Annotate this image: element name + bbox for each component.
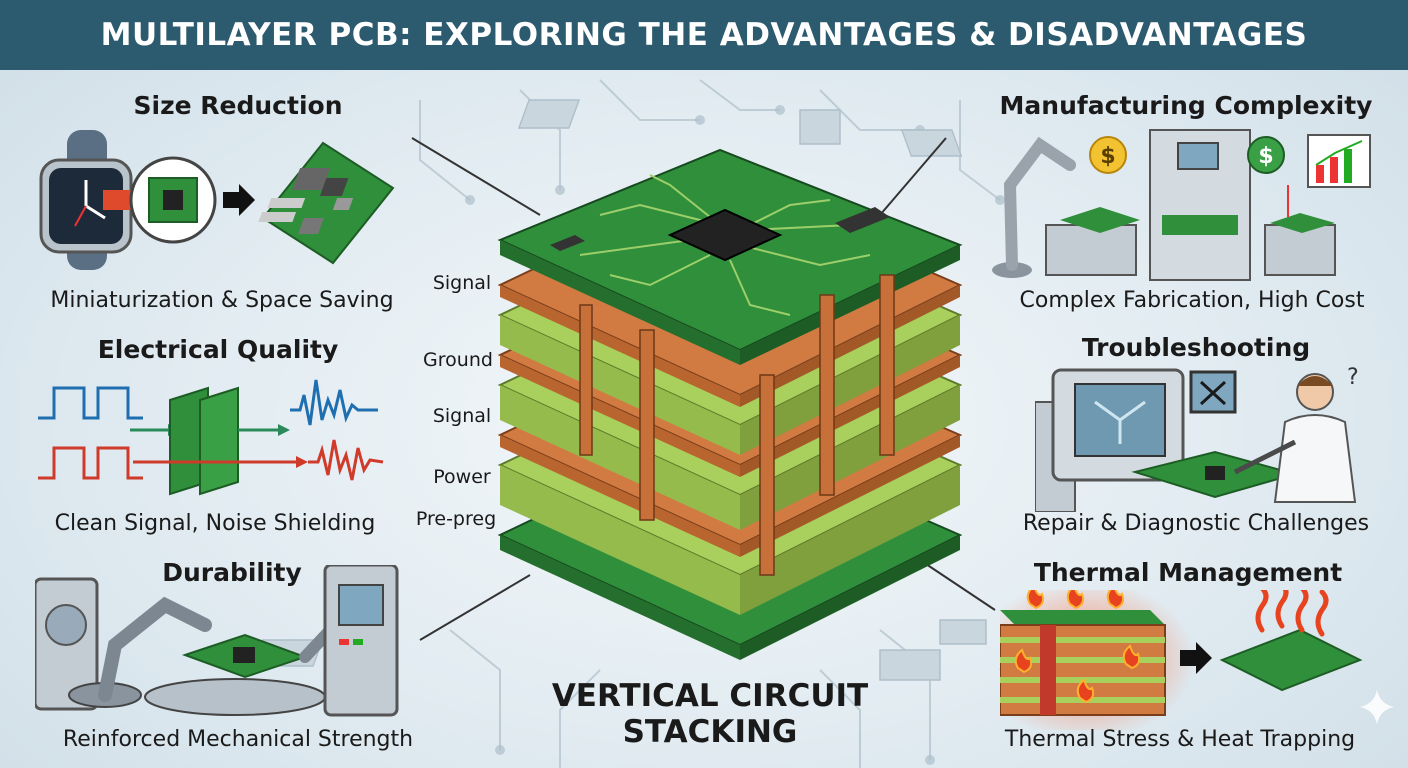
manufacturing-complexity-illustration: $ $ — [992, 129, 1371, 281]
svg-text:?: ? — [1347, 365, 1359, 390]
svg-text:$: $ — [1258, 144, 1273, 169]
electrical-quality-caption: Clean Signal, Noise Shielding — [54, 511, 376, 536]
layer-label-ground: Ground — [423, 349, 493, 371]
electrical-quality-illustration — [38, 379, 384, 496]
electrical-quality-heading: Electrical Quality — [97, 335, 339, 364]
durability-illustration — [35, 565, 399, 717]
layer-label-signal-inner: Signal — [432, 405, 492, 427]
thermal-management-caption: Thermal Stress & Heat Trapping — [1004, 727, 1356, 752]
durability-caption: Reinforced Mechanical Strength — [62, 727, 414, 752]
stack-title-line1: VERTICAL CIRCUIT — [551, 678, 869, 714]
troubleshooting-caption: Repair & Diagnostic Challenges — [1022, 511, 1370, 536]
sparkle-icon — [1360, 690, 1394, 724]
troubleshooting-illustration: ? — [1035, 365, 1359, 512]
layer-label-power: Power — [433, 466, 491, 488]
manufacturing-complexity-caption: Complex Fabrication, High Cost — [1019, 288, 1365, 313]
thermal-management-illustration — [1000, 590, 1363, 730]
size-reduction-heading: Size Reduction — [133, 91, 343, 120]
size-reduction-illustration — [39, 130, 395, 270]
stack-title: VERTICAL CIRCUIT STACKING — [552, 678, 868, 750]
layer-label-signal-top: Signal — [432, 272, 492, 294]
durability-heading: Durability — [162, 558, 302, 587]
svg-text:$: $ — [1100, 144, 1115, 169]
page-title: MULTILAYER PCB: EXPLORING THE ADVANTAGES… — [100, 17, 1308, 53]
stack-title-line2: STACKING — [622, 714, 798, 750]
thermal-management-heading: Thermal Management — [1033, 558, 1343, 587]
size-reduction-caption: Miniaturization & Space Saving — [50, 288, 394, 313]
layer-label-prepreg: Pre-preg — [415, 508, 497, 530]
manufacturing-complexity-heading: Manufacturing Complexity — [999, 91, 1373, 120]
troubleshooting-heading: Troubleshooting — [1081, 333, 1311, 362]
title-banner: MULTILAYER PCB: EXPLORING THE ADVANTAGES… — [0, 0, 1408, 70]
multilayer-stack-illustration — [497, 148, 963, 660]
